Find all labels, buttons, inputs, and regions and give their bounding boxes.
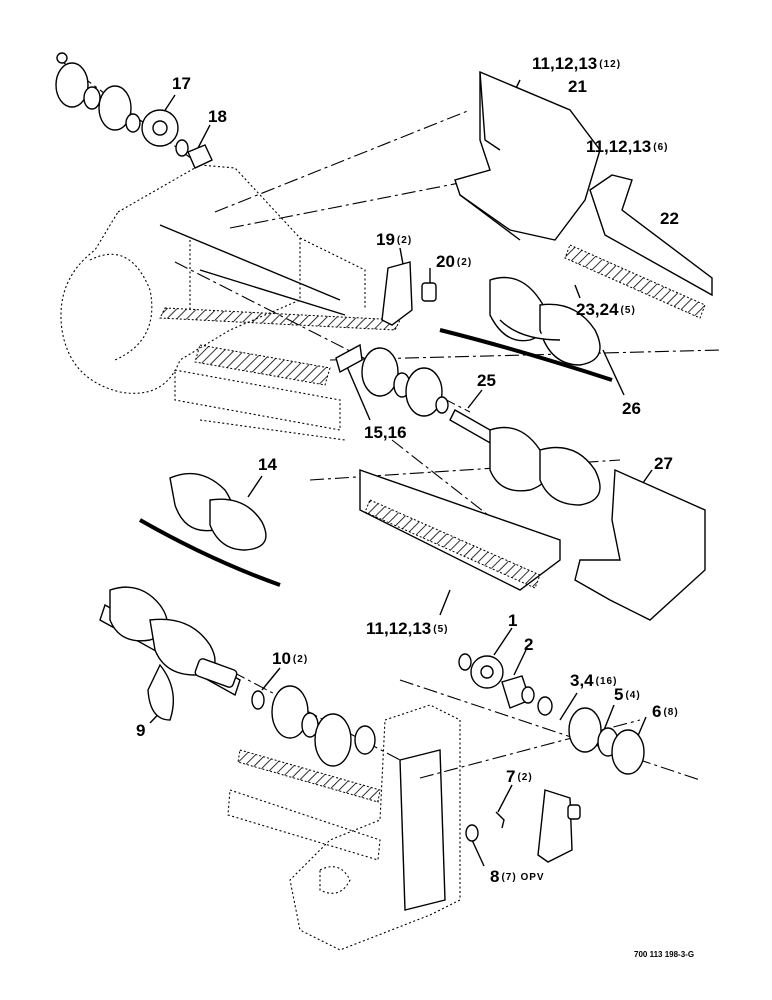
leader-lines <box>149 79 653 867</box>
shield-21 <box>454 70 601 241</box>
callout-8: 8(7) OPV <box>490 867 545 886</box>
auger-flight-14 <box>139 472 281 587</box>
callout-11-12-13-upper: 11,12,13(6) <box>586 137 669 156</box>
bracket-19 <box>381 261 437 326</box>
callout-26: 26 <box>622 399 641 418</box>
callout-2: 2 <box>524 635 534 654</box>
callout-17: 17 <box>172 74 191 93</box>
auger-9 <box>99 586 241 721</box>
right-bearing-assembly <box>458 653 645 775</box>
callout-1: 1 <box>508 611 518 630</box>
lower-gearbox-housing <box>227 704 461 951</box>
callout-14: 14 <box>258 455 277 474</box>
callout-5: 5(4) <box>614 685 641 704</box>
drawing-number: 700 113 198-3-G <box>634 950 695 959</box>
shaft-25 <box>449 409 601 506</box>
callout-11-12-13-top: 11,12,13(12) <box>532 54 622 73</box>
lower-bearing-assembly <box>251 685 376 767</box>
callout-21: 21 <box>568 77 587 96</box>
callout-20: 20(2) <box>436 252 473 271</box>
callout-15-16: 15,16 <box>364 423 407 442</box>
callout-11-12-13-lower: 11,12,13(5) <box>366 619 449 638</box>
upper-gearbox-housing <box>60 164 366 394</box>
callout-7: 7(2) <box>506 767 533 786</box>
bracket-lower <box>465 789 581 863</box>
top-bearing-assembly <box>55 52 213 169</box>
callout-9: 9 <box>136 721 146 740</box>
callout-23-24: 23,24(5) <box>576 300 636 319</box>
callout-18: 18 <box>208 107 227 126</box>
callout-25: 25 <box>477 371 496 390</box>
callout-19: 19(2) <box>376 230 413 249</box>
callout-22: 22 <box>660 209 679 228</box>
upper-frame <box>159 224 401 441</box>
callout-3-4: 3,4(16) <box>570 671 618 690</box>
auger-flight-26 <box>439 276 613 382</box>
callout-27: 27 <box>654 454 673 473</box>
center-bearing-assembly <box>335 343 449 417</box>
callout-10: 10(2) <box>272 649 309 668</box>
trough-22 <box>564 174 713 319</box>
shield-27 <box>359 468 706 621</box>
callout-6: 6(8) <box>652 702 679 721</box>
